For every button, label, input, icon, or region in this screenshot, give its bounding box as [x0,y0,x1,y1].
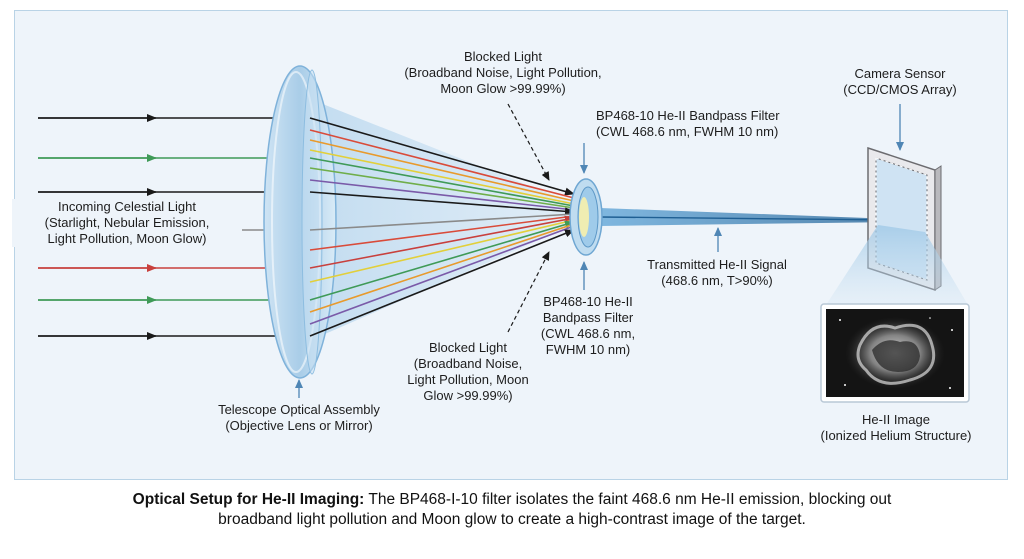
transmitted-signal-label: Transmitted He-II Signal (468.6 nm, T>90… [647,257,787,288]
caption-line-2: broadband light pollution and Moon glow … [218,511,806,528]
projection-cone [826,225,968,305]
bandpass-filter [569,178,603,256]
blocked-light-top-label: Blocked Light (Broadband Noise, Light Po… [404,49,602,96]
telescope-label: Telescope Optical Assembly (Objective Le… [218,402,380,433]
telescope-lens [263,65,337,379]
converging-rays [309,117,575,337]
caption-line-1: The BP468-I-10 filter isolates the faint… [364,491,892,508]
caption-title: Optical Setup for He-II Imaging: [132,491,365,508]
label-pointers [295,103,904,398]
incoming-rays [38,114,282,340]
filter-top-label: BP468-10 He-II Bandpass Filter (CWL 468.… [596,108,780,139]
heii-image [820,303,970,403]
heii-image-label: He-II Image (Ionized Helium Structure) [820,412,972,443]
filter-bottom-label: BP468-10 He-II Bandpass Filter (CWL 468.… [540,294,636,357]
blocked-light-bottom-label: Blocked Light (Broadband Noise, Light Po… [407,340,529,403]
figure-caption: Optical Setup for He-II Imaging: The BP4… [0,490,1024,530]
camera-sensor-label: Camera Sensor (CCD/CMOS Array) [843,66,957,97]
incoming-light-label: Incoming Celestial Light (Starlight, Neb… [12,199,242,247]
transmitted-beam [600,208,895,226]
